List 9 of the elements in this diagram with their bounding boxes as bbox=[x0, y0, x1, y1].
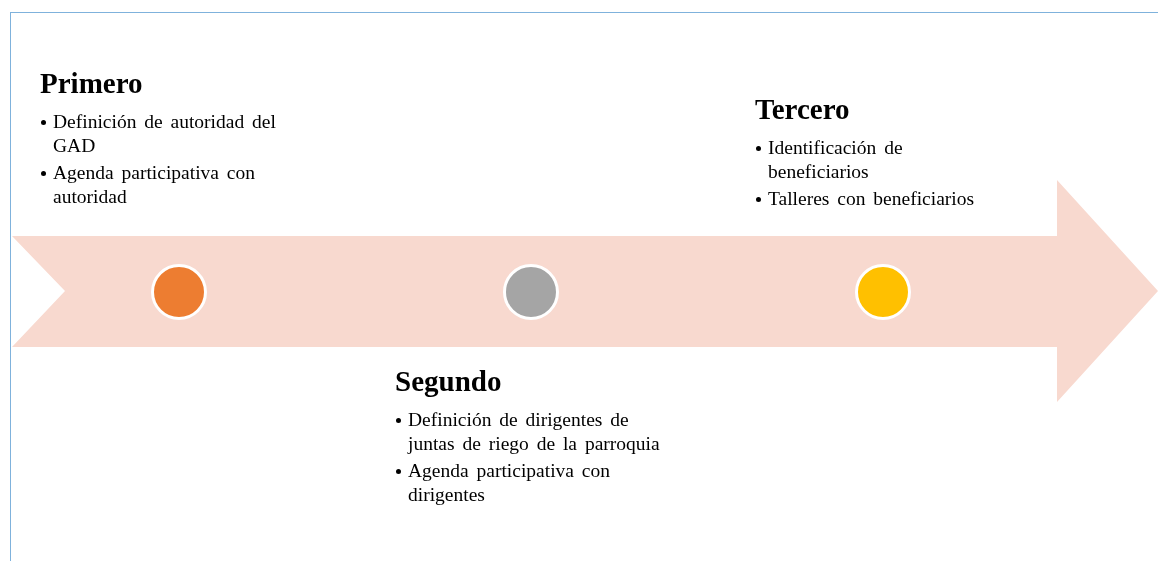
bullet-text: Talleres con beneficiarios bbox=[768, 188, 975, 209]
bullet-text: Identificación de beneficiarios bbox=[768, 137, 903, 182]
step-heading: Segundo bbox=[395, 364, 503, 398]
bullet-text: Agenda participativa con autoridad bbox=[53, 162, 255, 207]
step-heading: Primero bbox=[40, 66, 144, 100]
bullet-text: Definición de autoridad del GAD bbox=[53, 111, 276, 156]
step-heading: Tercero bbox=[755, 92, 851, 126]
bullet-text: Definición de dirigentes de juntas de riego de la parroquia bbox=[408, 409, 660, 454]
bullet-text: Agenda participativa con dirigentes bbox=[408, 460, 610, 505]
